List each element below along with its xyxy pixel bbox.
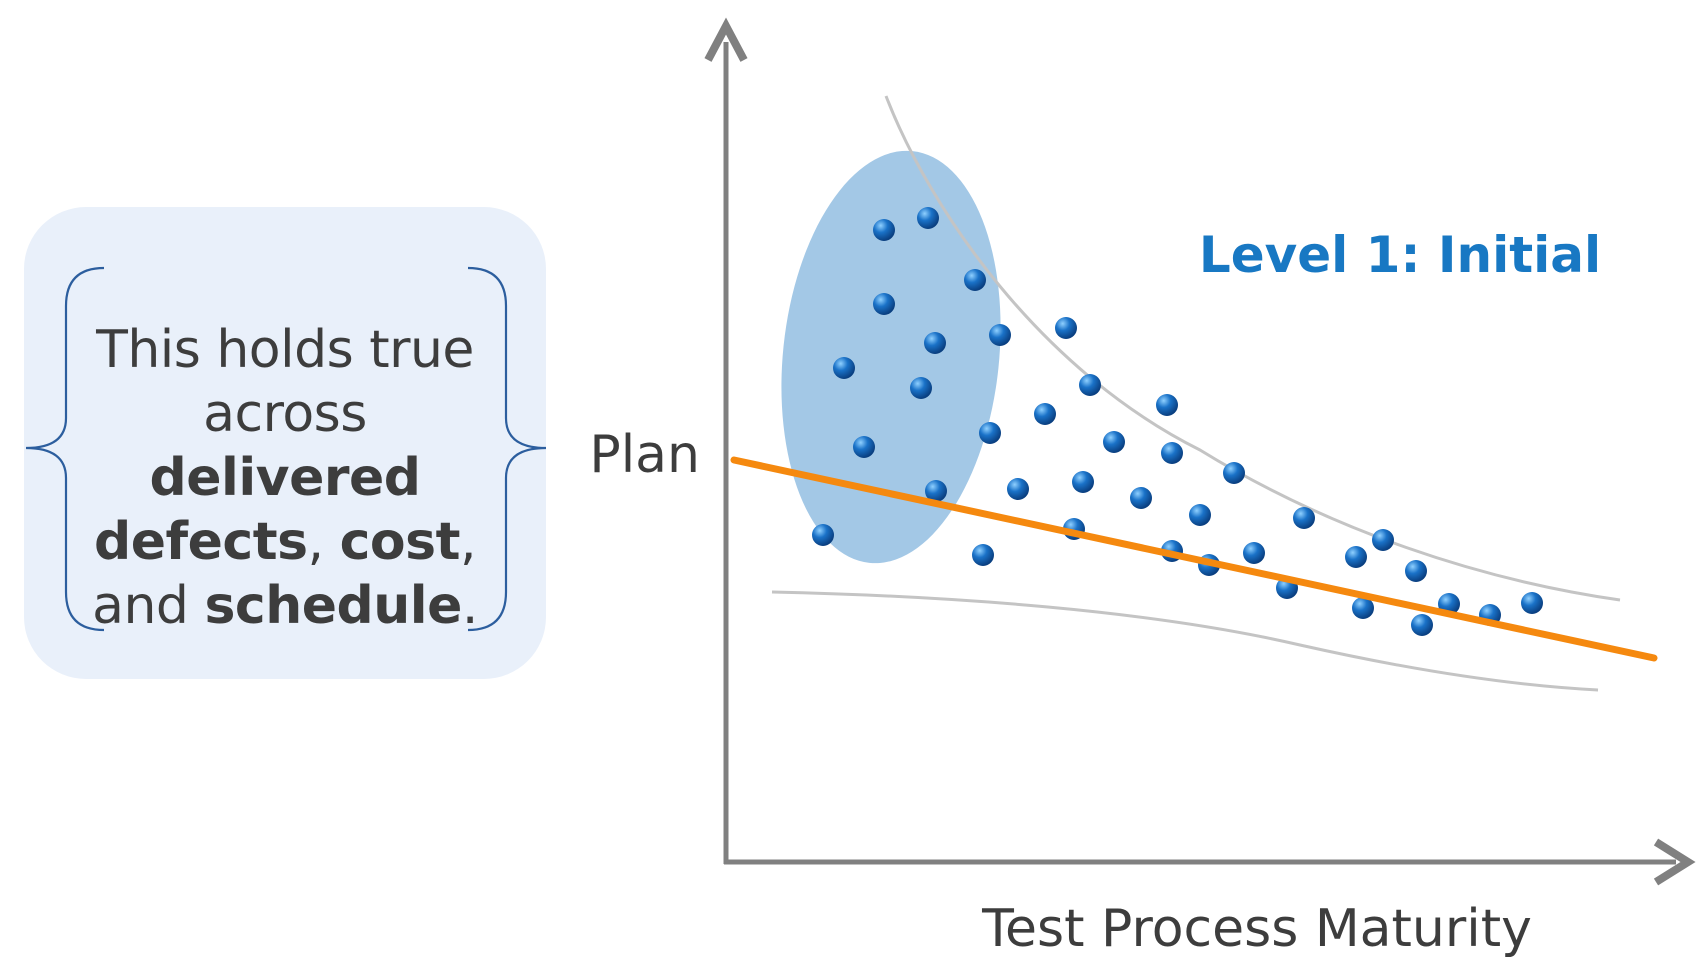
callout-text: This holds true across delivered defects… <box>70 318 500 638</box>
callout-line-4: and schedule. <box>92 576 478 636</box>
plan-label: Plan <box>589 425 700 485</box>
data-point <box>972 544 994 566</box>
data-point <box>853 436 875 458</box>
data-point <box>979 422 1001 444</box>
callout-box <box>24 207 546 679</box>
data-point <box>989 324 1011 346</box>
cluster-ellipse <box>781 150 1001 564</box>
data-point <box>1072 471 1094 493</box>
data-point <box>925 480 947 502</box>
data-point <box>1223 462 1245 484</box>
data-point <box>833 357 855 379</box>
data-point <box>1345 546 1367 568</box>
callout-line-1: This holds true <box>96 320 474 380</box>
data-point <box>1352 597 1374 619</box>
data-point <box>873 219 895 241</box>
callout-line-3: defects, cost, <box>94 512 476 572</box>
data-point <box>1007 478 1029 500</box>
data-points <box>812 207 1543 636</box>
data-point <box>964 269 986 291</box>
data-point <box>1079 374 1101 396</box>
data-point <box>1372 529 1394 551</box>
data-point <box>1034 403 1056 425</box>
lower-envelope-curve <box>771 590 1599 692</box>
x-axis-label: Test Process Maturity <box>981 899 1532 959</box>
left-brace <box>25 266 105 632</box>
callout-braces <box>25 266 547 632</box>
data-point <box>1521 592 1543 614</box>
data-point <box>1130 487 1152 509</box>
data-point <box>1156 394 1178 416</box>
callout-line-2: across delivered <box>149 384 421 508</box>
data-point <box>924 332 946 354</box>
x-axis-arrowhead <box>1653 838 1696 886</box>
data-point <box>1243 542 1265 564</box>
plan-line <box>730 456 1658 662</box>
data-point <box>1103 431 1125 453</box>
data-point <box>1405 560 1427 582</box>
upper-envelope-curve <box>884 95 1621 602</box>
y-axis-arrowhead <box>704 17 748 62</box>
level-label: Level 1: Initial <box>1199 226 1601 284</box>
data-point <box>1161 442 1183 464</box>
data-point <box>910 377 932 399</box>
data-point <box>873 293 895 315</box>
data-point <box>917 207 939 229</box>
right-brace <box>467 266 547 632</box>
data-point <box>1189 504 1211 526</box>
data-point <box>1293 507 1315 529</box>
data-point <box>812 524 834 546</box>
data-point <box>1055 317 1077 339</box>
data-point <box>1411 614 1433 636</box>
